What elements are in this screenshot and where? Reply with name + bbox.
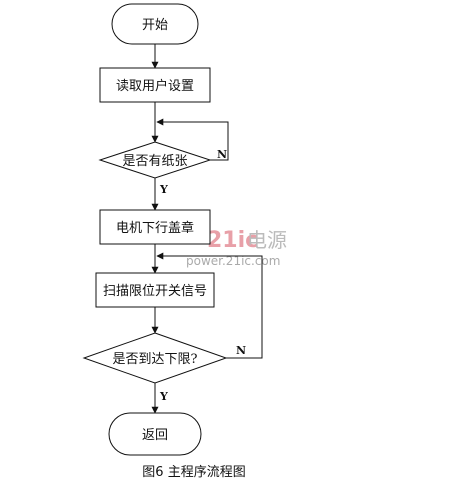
start-label: 开始 <box>142 18 168 33</box>
paper-no-label: N <box>217 148 227 161</box>
limit-yes-label: Y <box>159 390 168 403</box>
watermark: 21ic 电源 power.21ic.com <box>186 228 287 268</box>
read-settings-label: 读取用户设置 <box>116 78 194 94</box>
return-terminal <box>108 412 202 456</box>
scan-limit-label: 扫描限位开关信号 <box>103 284 207 299</box>
limit-no-label: N <box>236 344 246 357</box>
read-settings-box <box>99 67 211 103</box>
paper-yes-label: Y <box>159 183 168 196</box>
watermark-url: power.21ic.com <box>186 254 280 268</box>
paper-check-label: 是否有纸张 <box>122 154 187 169</box>
scan-limit-box <box>95 272 215 308</box>
edge-paper-no-loop <box>156 118 229 161</box>
reached-limit-label: 是否到达下限? <box>113 352 198 367</box>
motor-down-box <box>99 209 211 245</box>
return-label: 返回 <box>142 428 168 443</box>
edge-limit-no-loop <box>156 252 263 359</box>
watermark-brand-number: 21ic <box>207 228 258 253</box>
watermark-brand-cn: 电源 <box>247 228 287 252</box>
motor-down-label: 电机下行盖章 <box>116 220 194 236</box>
figure-caption: 图6 主程序流程图 <box>142 465 245 480</box>
